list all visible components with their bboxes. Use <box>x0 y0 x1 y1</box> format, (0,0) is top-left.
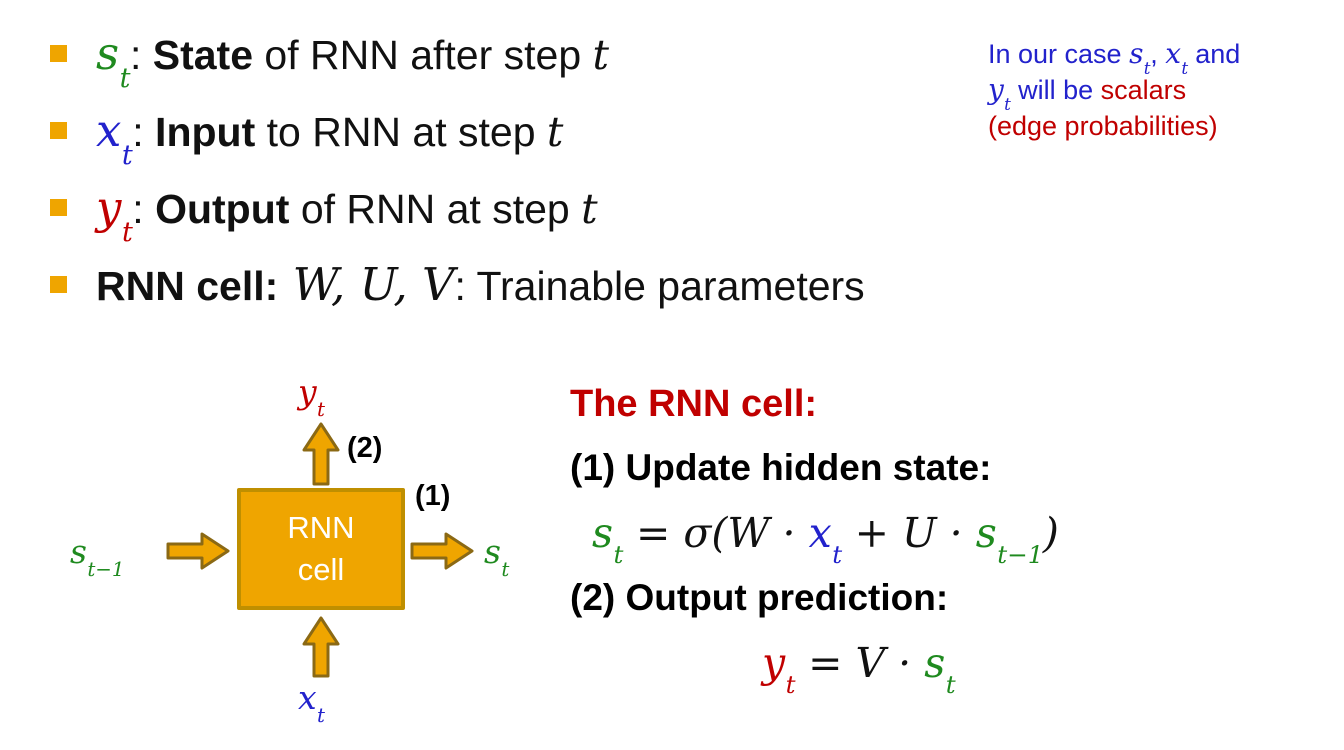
separator: : <box>129 32 153 78</box>
var-s-prev: st−1 <box>975 509 1044 570</box>
definition-row-input: xt: Input to RNN at step t <box>50 93 865 170</box>
label-s-out: st <box>484 532 510 582</box>
side-note-line3: (edge probabilities) <box>988 111 1218 141</box>
rnn-cell-explanation: The RNN cell: (1) Update hidden state: s… <box>570 372 1340 700</box>
var-y: yt <box>988 73 1011 115</box>
definition-row-state: st: State of RNN after step t <box>50 16 865 93</box>
var-W: W <box>727 509 770 557</box>
label-s-prev: st−1 <box>70 532 125 582</box>
rnn-cell-box: RNN cell <box>237 488 405 610</box>
step2-heading: (2) Output prediction: <box>570 577 949 618</box>
equation-update-state: st = σ(W · xt + U · st−1) <box>592 509 1059 570</box>
bullet-square-icon <box>50 45 67 62</box>
step2-label: (2) <box>347 432 383 464</box>
equation-output: yt = V · st <box>762 639 956 700</box>
var-s: st <box>924 639 956 700</box>
side-note-line2: yt will be scalars <box>988 73 1187 115</box>
scalars-text: scalars <box>1100 75 1187 105</box>
var-V: V <box>855 639 886 687</box>
var-s: st <box>96 27 131 94</box>
term-bold: Output <box>155 186 290 232</box>
var-y: yt <box>96 181 133 248</box>
separator: : <box>132 109 156 155</box>
arrow-right-input-icon <box>166 532 230 570</box>
arrow-right-output-icon <box>410 532 474 570</box>
bullet-square-icon <box>50 199 67 216</box>
step1-heading: (1) Update hidden state: <box>570 447 992 488</box>
arrow-up-input-icon <box>302 616 340 678</box>
term-bold: State <box>152 32 254 78</box>
rnn-cell-box-line2: cell <box>297 552 345 587</box>
definition-text: of RNN after step <box>253 32 593 78</box>
rnn-diagram: yt (2) (1) RNN cell st−1 st xt <box>60 370 560 750</box>
label-y-out: yt <box>298 372 325 422</box>
term-bold: Input <box>155 109 256 155</box>
separator: : <box>132 186 156 232</box>
sigma-symbol: σ( <box>683 509 728 557</box>
arrow-up-output-icon <box>302 422 340 486</box>
var-x: xt <box>808 509 843 570</box>
var-U: U <box>902 509 937 557</box>
bullet-square-icon <box>50 276 67 293</box>
term-bold: RNN cell: <box>96 263 279 309</box>
definitions-list: st: State of RNN after step t xt: Input … <box>50 16 865 324</box>
step1-label: (1) <box>415 480 451 512</box>
definition-row-output: yt: Output of RNN at step t <box>50 170 865 247</box>
var-t: t <box>581 185 598 233</box>
var-s: st <box>1129 37 1151 79</box>
var-t: t <box>592 31 610 79</box>
var-x: xt <box>96 104 133 171</box>
var-t: t <box>546 108 564 156</box>
rnn-cell-box-line1: RNN <box>287 510 355 546</box>
definition-text: to RNN at step <box>255 109 547 155</box>
side-note-line1: In our case st, xt and <box>988 37 1241 79</box>
definition-row-parameters: RNN cell: W, U, V: Trainable parameters <box>50 247 865 324</box>
definition-text: : Trainable parameters <box>454 263 865 309</box>
var-x: xt <box>1165 37 1189 79</box>
vars-wuv: W, U, V <box>278 258 455 311</box>
side-note: In our case st, xt and yt will be scalar… <box>988 36 1338 144</box>
explanation-title: The RNN cell: <box>570 383 818 425</box>
bullet-square-icon <box>50 122 67 139</box>
var-s: st <box>592 509 624 570</box>
label-x-in: xt <box>298 678 325 728</box>
var-y: yt <box>762 639 796 700</box>
definition-text: of RNN at step <box>289 186 582 232</box>
